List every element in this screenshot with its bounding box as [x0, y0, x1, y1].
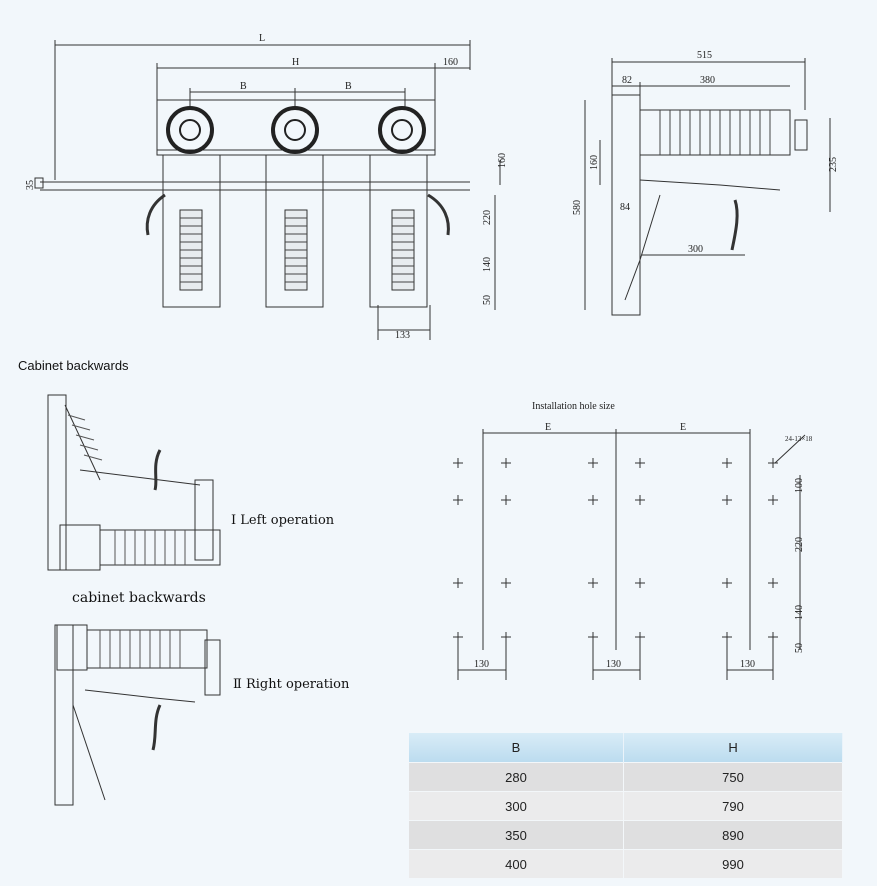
- left-operation-label: Ⅰ Left operation: [231, 513, 335, 528]
- left-operation-drawing: [47, 394, 221, 571]
- dim-82: 82: [622, 75, 632, 86]
- dim-50-install: 50: [794, 643, 805, 653]
- cell-B: 400: [409, 849, 625, 878]
- table-row: 400 990: [409, 849, 843, 878]
- table-row: 300 790: [409, 791, 843, 821]
- dim-235: 235: [828, 157, 839, 172]
- dim-300: 300: [688, 244, 703, 255]
- dim-E-1: E: [545, 422, 551, 433]
- dim-380: 380: [700, 75, 715, 86]
- dim-140: 140: [482, 257, 493, 272]
- hole-note: 24-13×18: [785, 435, 813, 443]
- cell-H: 750: [623, 762, 843, 792]
- right-operation-drawing: [54, 624, 221, 806]
- spec-table: B H 280 750 300 790 350 890 400 990: [409, 733, 843, 878]
- dim-160-side: 160: [589, 155, 600, 170]
- dim-84: 84: [620, 202, 630, 213]
- dim-160-top: 160: [443, 57, 458, 68]
- dim-220: 220: [482, 210, 493, 225]
- dim-220-install: 220: [794, 537, 805, 552]
- installation-hole-diagram: Installation hole size: [453, 401, 813, 680]
- dim-160-right: 160: [497, 153, 508, 168]
- cell-B: 350: [409, 820, 625, 850]
- dim-100: 100: [794, 478, 805, 493]
- front-view-drawing: L H 160 B B 160 220 140 50 133 35 515 82…: [25, 33, 839, 341]
- dim-130-a: 130: [474, 659, 489, 670]
- right-operation-label: Ⅱ Right operation: [233, 677, 350, 692]
- dim-140-install: 140: [794, 605, 805, 620]
- col-header-H: H: [623, 733, 843, 763]
- cabinet-backwards-caption: cabinet backwards: [72, 590, 206, 606]
- table-row: 280 750: [409, 762, 843, 792]
- dim-L: L: [259, 33, 265, 44]
- section-title: Cabinet backwards: [18, 358, 129, 373]
- dim-50: 50: [482, 295, 493, 305]
- dim-H: H: [292, 57, 299, 68]
- cell-H: 890: [623, 820, 843, 850]
- table-header-row: B H: [409, 733, 843, 763]
- cell-H: 790: [623, 791, 843, 821]
- dim-580: 580: [572, 200, 583, 215]
- cell-B: 300: [409, 791, 625, 821]
- dim-B-1: B: [240, 81, 247, 92]
- dim-35: 35: [25, 180, 36, 190]
- install-title: Installation hole size: [532, 401, 615, 412]
- cell-B: 280: [409, 762, 625, 792]
- col-header-B: B: [409, 733, 625, 763]
- cell-H: 990: [623, 849, 843, 878]
- dim-E-2: E: [680, 422, 686, 433]
- dim-130-b: 130: [606, 659, 621, 670]
- dim-130-c: 130: [740, 659, 755, 670]
- dim-515: 515: [697, 50, 712, 61]
- table-row: 350 890: [409, 820, 843, 850]
- dim-B-2: B: [345, 81, 352, 92]
- dim-133: 133: [395, 330, 410, 341]
